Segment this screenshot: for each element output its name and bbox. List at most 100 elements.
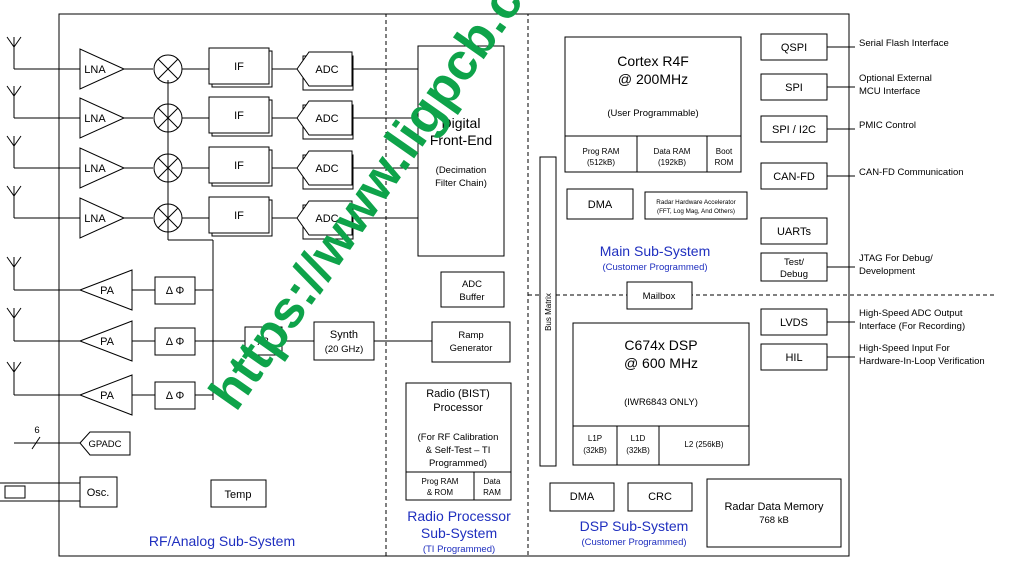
peripheral-block — [760, 33, 828, 61]
dfe-title-1: Digital — [442, 115, 481, 131]
if-label: IF — [234, 61, 244, 73]
osc-block — [79, 476, 118, 508]
radio-subsystem-title-1: Radio Processor — [407, 508, 511, 524]
peripheral-name: CAN-FD — [773, 171, 815, 183]
gpadc-bus-slash — [31, 436, 41, 450]
dsp-title-1: C674x DSP — [624, 337, 697, 353]
peripheral-description: CAN-FD Communication — [859, 167, 964, 178]
if-label: IF — [234, 210, 244, 222]
bus-matrix-label: Bus Matrix — [544, 293, 553, 331]
gpadc-label: GPADC — [88, 439, 121, 450]
cortex-boot-rom-1: Boot — [716, 147, 733, 156]
dsp-note: (IWR6843 ONLY) — [624, 397, 698, 408]
cortex-data-ram-2: (192kB) — [658, 158, 686, 167]
peripheral-name: Debug — [780, 269, 808, 280]
bist-title-2: Processor — [433, 402, 483, 414]
ramp-generator-block — [431, 321, 511, 363]
peripheral-block — [760, 217, 828, 245]
main-dma-block — [566, 188, 634, 220]
cortex-block — [564, 36, 742, 173]
tx-antenna-icon — [6, 256, 22, 279]
cortex-data-ram-1: Data RAM — [654, 147, 691, 156]
peripheral-name: QSPI — [781, 42, 807, 54]
phase-shifter — [154, 327, 196, 356]
peripheral-description: JTAG For Debug/ — [859, 253, 933, 264]
radar-accelerator-block — [644, 191, 748, 220]
peripheral-block — [760, 343, 828, 371]
lna-amplifier — [79, 48, 126, 90]
bist-prog-ram-2: & ROM — [427, 488, 454, 497]
crystal-icon — [4, 485, 26, 499]
phase-label: Δ Φ — [166, 390, 185, 402]
radio-subsystem-boundary — [385, 13, 529, 557]
cortex-prog-ram-1: Prog RAM — [583, 147, 620, 156]
bist-processor-block — [405, 382, 512, 501]
if-filter — [208, 196, 270, 234]
pa-label: PA — [100, 285, 115, 297]
peripheral-name: SPI / I2C — [772, 124, 816, 136]
lna-label: LNA — [84, 163, 106, 175]
peripheral-name: LVDS — [780, 317, 808, 329]
dsp-l1d-2: (32kB) — [626, 446, 650, 455]
adc-buffer-block — [440, 271, 505, 308]
gpadc-block — [79, 431, 131, 456]
lna-amplifier — [79, 197, 126, 239]
ramp-label-2: Generator — [450, 343, 493, 354]
rx-antenna-icon — [6, 36, 22, 59]
pa-label: PA — [100, 390, 115, 402]
mailbox-label: Mailbox — [643, 291, 676, 302]
x3-multiplier — [244, 326, 283, 356]
dfe-title-2: Front-End — [430, 132, 492, 148]
bus-matrix — [539, 156, 557, 467]
rx-antenna-icon — [6, 135, 22, 158]
dsp-l1d-1: L1D — [631, 434, 646, 443]
cortex-title-1: Cortex R4F — [617, 53, 689, 69]
lna-amplifier — [79, 147, 126, 189]
crc-block — [627, 482, 693, 512]
adc-label: ADC — [315, 163, 338, 175]
peripheral-block — [760, 73, 828, 101]
synth-block — [313, 321, 375, 361]
if-filter — [208, 47, 270, 85]
phase-label: Δ Φ — [166, 285, 185, 297]
phase-shifter — [154, 381, 196, 410]
rf-subsystem-title: RF/Analog Sub-System — [149, 533, 295, 549]
pa-label: PA — [100, 336, 115, 348]
peripheral-block — [760, 308, 828, 336]
radar-accelerator-2: (FFT, Log Mag, And Others) — [657, 208, 735, 215]
bist-prog-ram-1: Prog RAM — [422, 477, 459, 486]
tx-antenna-icon — [6, 361, 22, 384]
main-dma-label: DMA — [588, 199, 613, 211]
radar-data-memory-block — [706, 478, 842, 548]
dsp-l1p-1: L1P — [588, 434, 602, 443]
dsp-subsystem-title: DSP Sub-System — [580, 518, 689, 534]
adc-buffer-label-1: ADC — [462, 279, 482, 290]
if-label: IF — [234, 160, 244, 172]
bist-desc-1: (For RF Calibration — [418, 432, 499, 443]
cortex-boot-rom-2: ROM — [715, 158, 734, 167]
dsp-block — [572, 322, 750, 466]
peripheral-description: Optional External — [859, 73, 932, 84]
dsp-dma-block — [549, 482, 615, 512]
gpadc-bus-width: 6 — [34, 425, 39, 436]
bist-desc-3: Programmed) — [429, 458, 487, 469]
adc-label: ADC — [315, 213, 338, 225]
peripheral-name: Test/ — [784, 257, 804, 268]
adc-buffer-label-2: Buffer — [459, 292, 484, 303]
synth-freq: (20 GHz) — [325, 344, 364, 355]
adc-label: ADC — [315, 64, 338, 76]
dsp-l2: L2 (256kB) — [684, 440, 723, 449]
cortex-prog-ram-2: (512kB) — [587, 158, 615, 167]
lna-amplifier — [79, 97, 126, 139]
main-subsystem-title: Main Sub-System — [600, 243, 710, 259]
mailbox-block — [626, 281, 693, 310]
peripheral-description: High-Speed ADC Output — [859, 308, 963, 319]
rx-antenna-icon — [6, 185, 22, 208]
lna-label: LNA — [84, 113, 106, 125]
if-label: IF — [234, 110, 244, 122]
radar-data-memory-2: 768 kB — [759, 515, 789, 526]
